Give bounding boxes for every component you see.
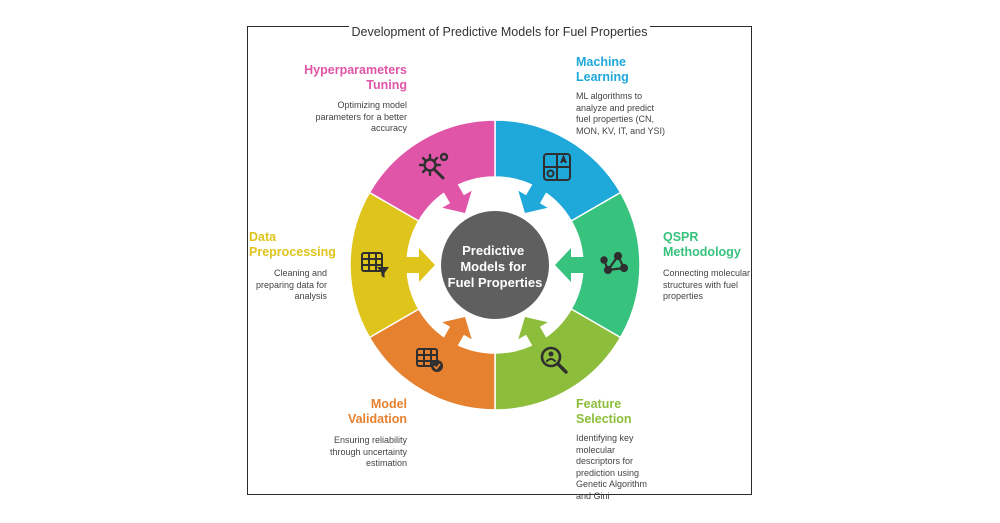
robot-letter-icon xyxy=(543,153,571,181)
arrow-feature-selection xyxy=(518,317,549,351)
center-label-line-3: Fuel Properties xyxy=(448,275,543,290)
person-search-icon xyxy=(540,346,568,374)
stage-desc-data-preprocessing: Cleaning and preparing data for analysis xyxy=(255,268,327,301)
center-hub: Predictive Models for Fuel Properties xyxy=(441,211,549,319)
table-check-icon xyxy=(416,348,443,372)
stage-title-qspr: QSPR Methodology xyxy=(663,230,741,259)
stage-icons xyxy=(361,152,629,374)
stage-title-hyperparameters: Hyperparameters Tuning xyxy=(304,63,407,92)
diagram-title: Development of Predictive Models for Fue… xyxy=(247,25,752,39)
stage-title-model-validation: Model Validation xyxy=(347,397,407,426)
arrow-model-validation xyxy=(441,317,472,351)
arrow-machine-learning xyxy=(518,179,549,213)
molecule-icon xyxy=(600,251,629,275)
stage-desc-model-validation: Ensuring reliability through uncertainty… xyxy=(329,435,407,468)
svg-text:Predictive Models for: Predictive Models for Fuel Properties xyxy=(448,243,543,290)
center-label-line-1: Predictive xyxy=(462,243,524,258)
stage-desc-qspr: Connecting molecular structures with fue… xyxy=(663,268,751,301)
gear-wrench-icon xyxy=(418,152,449,180)
center-label-line-2: Models for xyxy=(460,259,526,274)
stage-desc-feature-selection: Identifying key molecular descriptors fo… xyxy=(576,433,648,501)
arrow-qspr xyxy=(555,248,589,282)
stage-title-feature-selection: Feature Selection xyxy=(576,397,632,426)
arrow-hyperparameters xyxy=(441,179,472,213)
arrow-data-preprocessing xyxy=(401,248,435,282)
stage-desc-hyperparameters: Optimizing model parameters for a better… xyxy=(315,100,407,133)
stage-title-machine-learning: Machine Learning xyxy=(576,55,629,84)
table-filter-icon xyxy=(361,252,389,278)
stage-title-data-preprocessing: Data Preprocessing xyxy=(249,230,336,259)
stage-desc-machine-learning: ML algorithms to analyze and predict fue… xyxy=(576,91,666,136)
